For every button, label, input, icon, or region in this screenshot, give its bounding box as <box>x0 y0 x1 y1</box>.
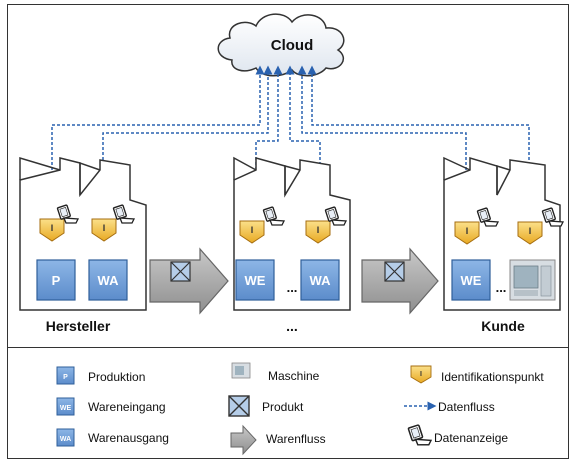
legend-produkt-label: Produkt <box>262 400 304 414</box>
middle-separator: ... <box>287 280 298 295</box>
svg-text:WE: WE <box>60 405 72 412</box>
legend-identifikationspunkt-icon: I <box>410 365 432 384</box>
product-flow-arrow-1 <box>149 247 229 315</box>
identification-point-symbol: I <box>529 226 532 236</box>
legend: P Produktion WE Wareneingang WA Warenaus… <box>56 362 544 456</box>
machine-image <box>509 259 556 301</box>
site-box-label: WE <box>245 273 266 288</box>
legend-datenanzeige-label: Datenanzeige <box>434 431 508 445</box>
legend-warenfluss-label: Warenfluss <box>266 432 326 446</box>
caption-middle: ... <box>286 318 298 334</box>
site-box-label: WA <box>310 273 332 288</box>
svg-text:P: P <box>63 374 68 381</box>
identification-point: I <box>517 221 543 245</box>
site-box-wa: WA <box>300 259 340 301</box>
site-box-p: P <box>36 259 76 301</box>
site-box-we: WE <box>235 259 275 301</box>
legend-warenausgang-icon <box>56 428 75 447</box>
legend-maschine-label: Maschine <box>268 369 320 383</box>
site-boxes: P WA WE WA WE <box>36 259 491 301</box>
identification-point: I <box>39 218 65 242</box>
product-flow-arrow-2 <box>361 247 439 315</box>
identification-point-symbol: I <box>466 226 469 236</box>
identification-point-symbol: I <box>103 223 106 233</box>
identification-point: I <box>454 221 480 245</box>
identification-point: I <box>239 220 265 244</box>
identification-point-symbol: I <box>51 223 54 233</box>
caption-hersteller: Hersteller <box>46 318 111 334</box>
outer-frame <box>7 4 569 459</box>
legend-produktion-icon <box>56 366 75 385</box>
cloud-label: Cloud <box>271 37 314 54</box>
legend-datenanzeige-icon <box>407 424 432 446</box>
identification-point: I <box>91 218 117 242</box>
identification-point: I <box>305 220 331 244</box>
site-box-wa: WA <box>88 259 128 301</box>
site-box-label: WE <box>461 273 482 288</box>
legend-identifikationspunkt-label: Identifikationspunkt <box>441 370 544 384</box>
site-box-we: WE <box>451 259 491 301</box>
site-box-label: P <box>52 273 61 288</box>
svg-text:I: I <box>420 371 422 378</box>
legend-warenausgang-label: Warenausgang <box>88 431 169 445</box>
legend-datenfluss-label: Datenfluss <box>438 400 495 414</box>
cloud: Cloud <box>217 13 345 77</box>
legend-warenfluss-icon <box>230 424 257 456</box>
legend-produkt-icon <box>228 395 250 417</box>
legend-wareneingang-label: Wareneingang <box>88 400 166 414</box>
legend-maschine-icon <box>231 362 251 379</box>
caption-kunde: Kunde <box>481 318 525 334</box>
identification-point-symbol: I <box>251 225 254 235</box>
svg-text:WA: WA <box>60 436 71 443</box>
site-box-label: WA <box>98 273 120 288</box>
kunde-separator: ... <box>496 280 507 295</box>
legend-produktion-label: Produktion <box>88 370 145 384</box>
identification-point-symbol: I <box>317 225 320 235</box>
legend-wareneingang-icon <box>56 397 75 416</box>
